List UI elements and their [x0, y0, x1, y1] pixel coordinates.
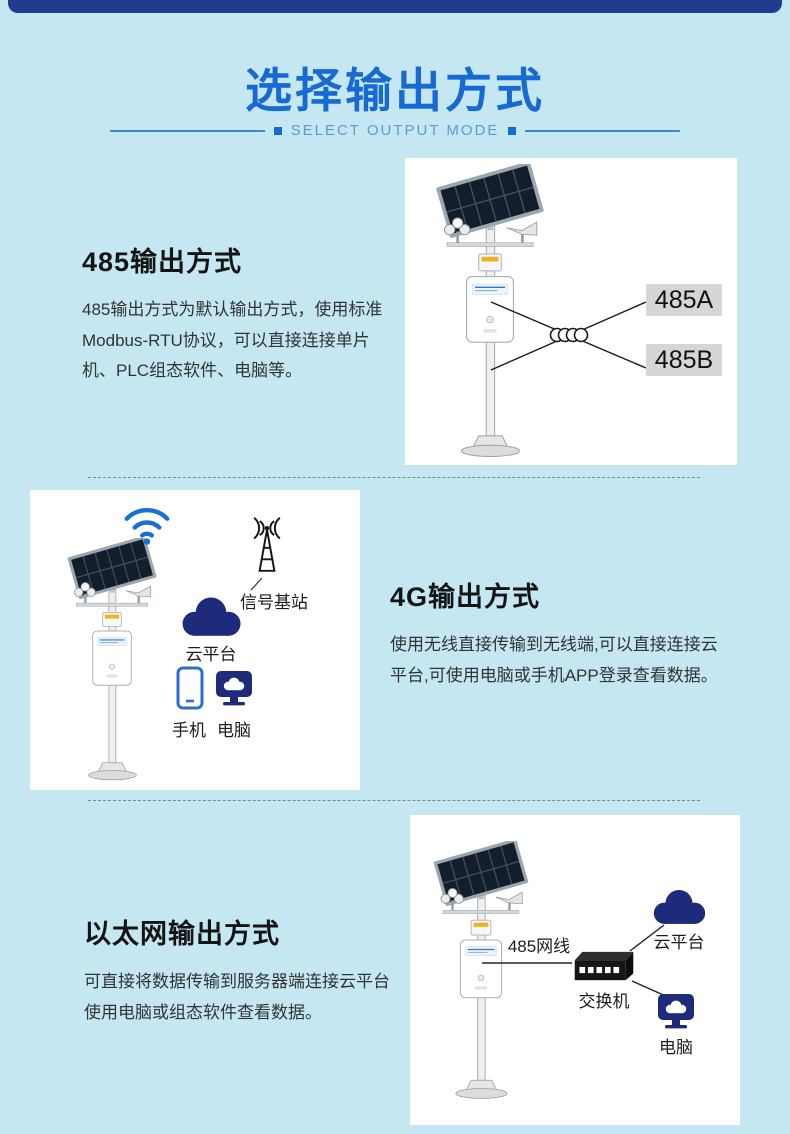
label-cloud-platform: 云平台 [653, 933, 705, 952]
section-485-illustration-card: 485A 485B [405, 158, 737, 465]
signal-tower-icon [253, 517, 281, 572]
label-485a: 485A [646, 284, 722, 316]
label-base-station: 信号基站 [240, 593, 308, 612]
section-485-text: 485输出方式 485输出方式为默认输出方式，使用标准Modbus-RTU协议，… [82, 240, 397, 387]
section-ethernet-body: 可直接将数据传输到服务器端连接云平台使用电脑或组态软件查看数据。 [84, 972, 390, 1022]
smartphone-icon [176, 666, 204, 710]
section-ethernet-text: 以太网输出方式 可直接将数据传输到服务器端连接云平台使用电脑或组态软件查看数据。 [84, 912, 406, 1028]
subtitle-row: SELECT OUTPUT MODE [0, 122, 790, 139]
section-485-body: 485输出方式为默认输出方式，使用标准Modbus-RTU协议，可以直接连接单片… [82, 300, 383, 381]
page-title: 选择输出方式 [245, 64, 545, 117]
section-ethernet-illustration-card: 485网线 交换机 云平台 电脑 [410, 815, 740, 1125]
weather-station-illustration [66, 538, 158, 781]
computer-monitor-icon [216, 671, 252, 706]
weather-station-illustration [432, 841, 530, 1099]
485-diagram [435, 164, 647, 458]
twisted-pair-coil-icon [549, 327, 589, 343]
section-ethernet-heading: 以太网输出方式 [84, 919, 280, 949]
label-485-cable: 485网线 [507, 937, 571, 956]
ethernet-diagram [432, 841, 706, 1099]
label-computer: 电脑 [659, 1038, 693, 1057]
computer-monitor-icon [658, 994, 694, 1029]
section-485-heading: 485输出方式 [82, 247, 243, 277]
section-4g-body: 使用无线直接传输到无线端,可以直接连接云平台,可使用电脑或手机APP登录查看数据… [390, 635, 718, 685]
section-4g-illustration-card: 信号基站 云平台 手机 电脑 [30, 490, 360, 790]
label-computer: 电脑 [217, 721, 251, 740]
network-switch-icon [574, 951, 634, 981]
dashed-divider-2 [88, 800, 700, 801]
subtitle-dot-right [508, 126, 517, 135]
section-4g-heading: 4G输出方式 [390, 582, 541, 612]
cloud-icon [653, 890, 706, 924]
subtitle-line-left [109, 129, 265, 132]
weather-station-illustration [435, 164, 545, 458]
4g-diagram [66, 490, 281, 781]
dashed-divider-1 [88, 477, 700, 478]
label-cloud-platform: 云平台 [185, 645, 237, 664]
section-4g-text: 4G输出方式 使用无线直接传输到无线端,可以直接连接云平台,可使用电脑或手机AP… [390, 575, 722, 691]
subtitle-line-right [525, 129, 681, 132]
label-485b: 485B [646, 344, 722, 376]
label-phone: 手机 [172, 721, 206, 740]
cloud-icon [182, 597, 241, 636]
label-switch: 交换机 [578, 992, 630, 1011]
subtitle-dot-left [273, 126, 282, 135]
top-banner-strip [8, 0, 782, 13]
page-subtitle: SELECT OUTPUT MODE [290, 122, 500, 139]
